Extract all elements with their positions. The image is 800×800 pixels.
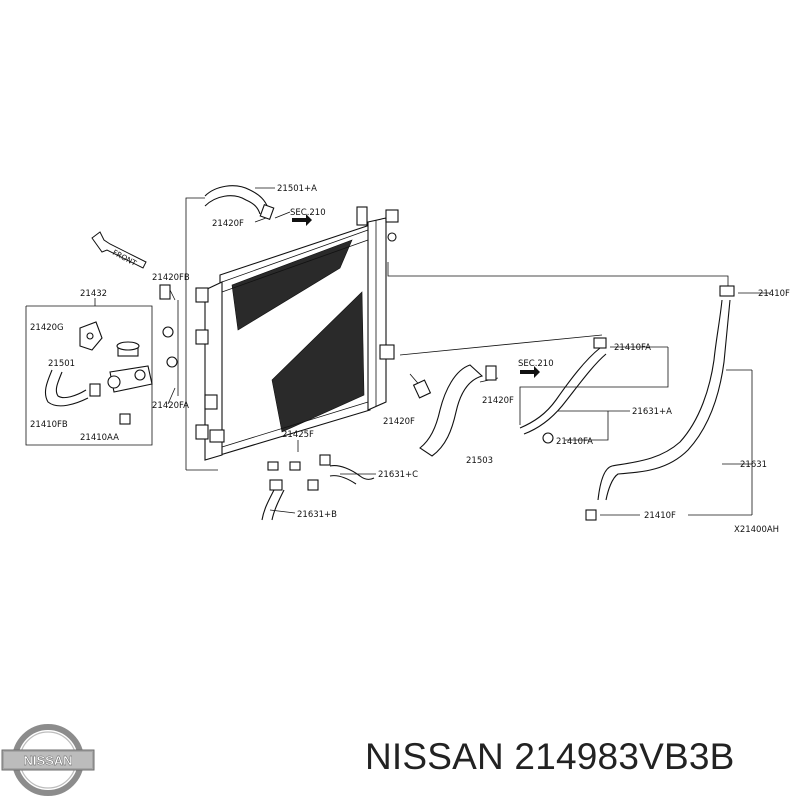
label-21420f-right: 21420F [482,396,514,406]
label-sec210-top: SEC.210 [290,208,326,218]
upper-hose-21501a [204,185,275,221]
reservoir-subassembly [44,284,179,425]
label-21631: 21631 [740,460,767,470]
label-21501a: 21501+A [277,184,317,194]
hose-21631a [519,337,607,444]
radiator-fin-upper [231,239,353,331]
label-sec210-mid: SEC.210 [518,359,554,369]
label-21410f-bot: 21410F [644,511,676,521]
label-21420g: 21420G [30,323,64,333]
label-21631c: 21631+C [378,470,418,480]
part-number-caption: NISSAN 214983VB3B [365,736,735,777]
label-21410fb: 21410FB [30,420,68,430]
label-21432: 21432 [80,289,107,299]
leader-lines [25,187,770,516]
label-21410aa: 21410AA [80,433,119,443]
label-21410f-top: 21410F [758,289,790,299]
label-21420f-mid: 21420F [383,417,415,427]
label-21410fa-top: 21410FA [614,343,651,353]
callout-labels: 21501+A 21420F SEC.210 21420FB 21432 214… [30,184,790,535]
label-21631a: 21631+A [632,407,672,417]
radiator-fin-lower [271,291,365,433]
sec-arrow-top [292,214,312,226]
hose-21631 [585,285,735,521]
label-diagram-code: X21400AH [734,525,779,535]
label-21425f: 21425F [282,430,314,440]
radiator-assembly [195,206,399,461]
label-21420fb: 21420FB [152,273,190,283]
nissan-logo: NISSAN [1,724,95,796]
label-21631b: 21631+B [297,510,337,520]
label-21420fa: 21420FA [152,401,189,411]
nissan-logo-text: NISSAN [23,753,72,768]
small-hoses-bottom [261,454,375,521]
lower-hose-21503 [412,364,497,457]
label-21410fa-bot: 21410FA [556,437,593,447]
front-direction-arrow: FRONT [91,231,147,269]
sec-arrow-mid [520,366,540,378]
label-21503: 21503 [466,456,493,466]
label-21420f-top: 21420F [212,219,244,229]
label-21501: 21501 [48,359,75,369]
